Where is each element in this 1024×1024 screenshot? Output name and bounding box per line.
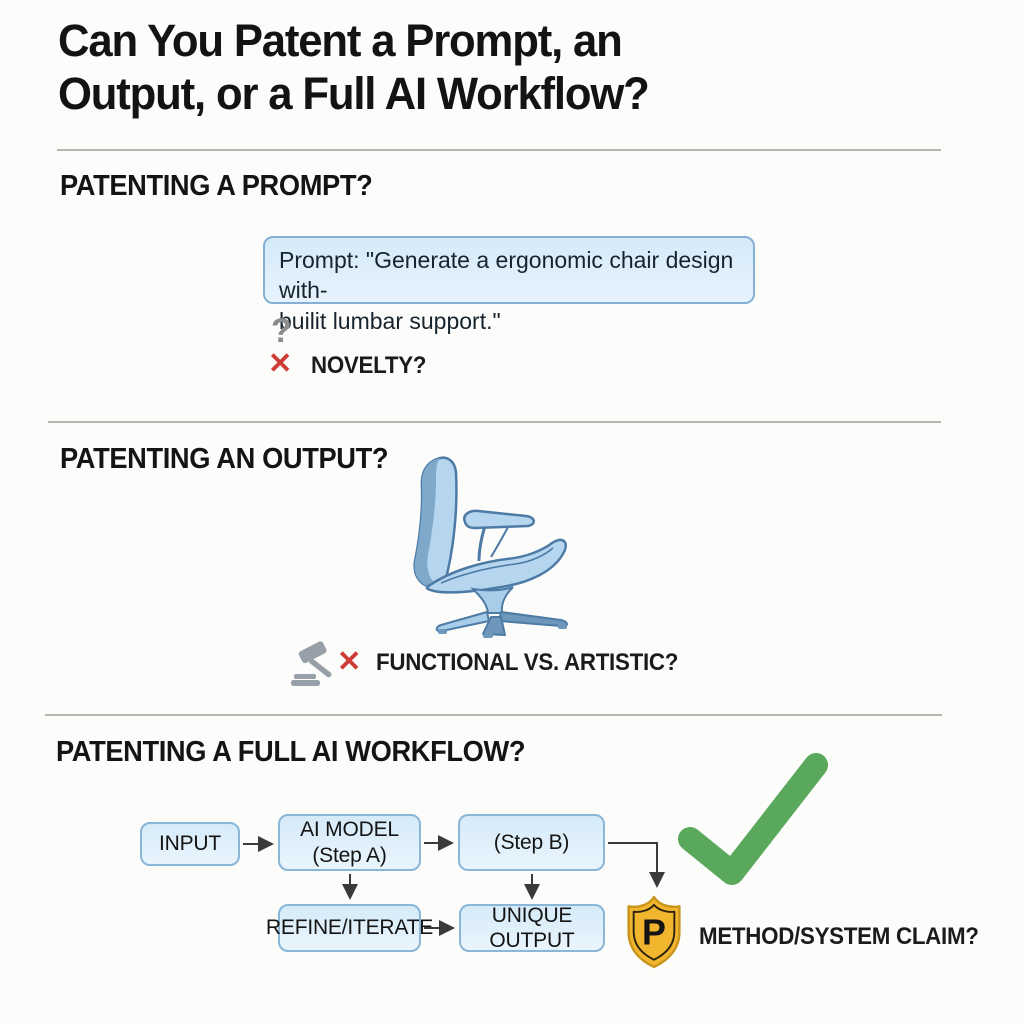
flow-node-refine-iterate: REFINE/ITERATE <box>266 904 433 952</box>
green-checkmark-icon <box>672 753 830 895</box>
red-x-icon: ✕ <box>337 646 362 678</box>
flow-node-step-b: (Step B) <box>458 814 605 871</box>
shield-letter: P <box>642 913 666 953</box>
section-heading-output: PATENTING AN OUTPUT? <box>60 443 389 475</box>
functional-vs-artistic-label: FUNCTIONAL VS. ARTISTIC? <box>376 649 679 676</box>
page-title: Can You Patent a Prompt, an Output, or a… <box>58 14 912 120</box>
section-heading-prompt: PATENTING A PROMPT? <box>60 170 373 202</box>
novelty-label: NOVELTY? <box>311 352 427 379</box>
prompt-text-box: Prompt: "Generate a ergonomic chair desi… <box>263 236 755 334</box>
red-x-icon: ✕ <box>268 348 293 380</box>
question-mark-icon: ? <box>271 312 292 350</box>
patent-shield-icon: P <box>623 893 685 971</box>
prompt-text-line2: builit lumbar support." <box>279 307 501 334</box>
flow-node-input-label: INPUT <box>158 832 221 856</box>
flow-node-step-b-label: (Step B) <box>493 830 570 854</box>
page-title-line1: Can You Patent a Prompt, an <box>58 15 623 66</box>
prompt-text-line1: Prompt: "Generate a ergonomic chair desi… <box>279 247 734 304</box>
section-divider-1 <box>57 149 941 151</box>
flow-node-unique-output: UNIQUE OUTPUT <box>459 904 605 952</box>
gavel-icon <box>291 641 339 687</box>
method-system-claim-label: METHOD/SYSTEM CLAIM? <box>699 923 979 950</box>
section-divider-3 <box>45 714 942 716</box>
flow-node-ai-model-line2: (Step A) <box>312 843 387 867</box>
flow-node-unique-output-label: UNIQUE OUTPUT <box>489 903 575 952</box>
ergonomic-chair-icon <box>413 449 627 641</box>
section-divider-2 <box>48 421 941 423</box>
page-title-line2: Output, or a Full AI Workflow? <box>58 68 650 120</box>
section-heading-workflow: PATENTING A FULL AI WORKFLOW? <box>56 736 526 768</box>
flow-node-input: INPUT <box>140 822 240 866</box>
flow-node-ai-model-line1: AI MODEL <box>300 818 399 842</box>
flow-node-ai-model: AI MODEL (Step A) <box>278 814 421 871</box>
flow-node-refine-label: REFINE/ITERATE <box>265 916 434 940</box>
